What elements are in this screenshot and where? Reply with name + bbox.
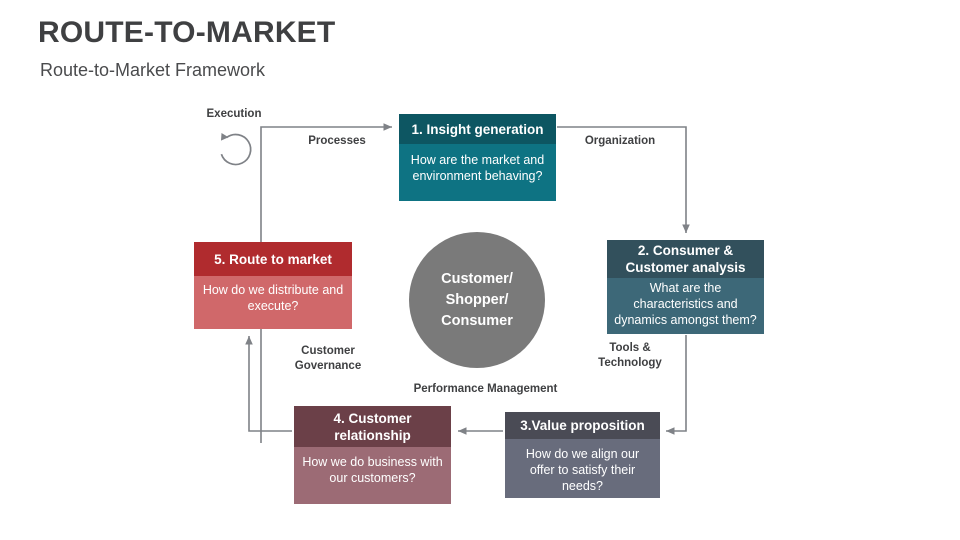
node-customer-relationship-question: How we do business with our customers? <box>294 447 451 504</box>
connector-tools-technology <box>666 335 687 435</box>
node-insight-generation[interactable]: 1. Insight generation How are the market… <box>399 114 556 201</box>
node-consumer-customer-analysis[interactable]: 2. Consumer & Customer analysis What are… <box>607 240 764 334</box>
node-customer-relationship-title: 4. Customer relationship <box>294 406 451 447</box>
page-subtitle: Route-to-Market Framework <box>40 60 266 80</box>
center-circle: Customer/ Shopper/ Consumer <box>409 232 545 368</box>
node-route-to-market[interactable]: 5. Route to market How do we distribute … <box>194 242 352 329</box>
node-value-proposition-title: 3.Value proposition <box>505 412 660 439</box>
node-route-to-market-question: How do we distribute and execute? <box>194 276 352 329</box>
edge-label-performance-management: Performance Management <box>413 383 558 395</box>
connector-processes <box>260 123 392 443</box>
edge-label-processes: Processes <box>308 135 366 147</box>
node-value-proposition[interactable]: 3.Value proposition How do we align our … <box>505 412 660 498</box>
node-value-proposition-question: How do we align our offer to satisfy the… <box>505 439 660 498</box>
page-title: ROUTE-TO-MARKET <box>38 16 336 49</box>
node-consumer-customer-analysis-question: What are the characteristics and dynamic… <box>607 278 764 334</box>
node-insight-generation-question: How are the market and environment behav… <box>399 144 556 201</box>
execution-loop-icon <box>220 133 252 166</box>
center-circle-label: Customer/ Shopper/ Consumer <box>441 270 513 329</box>
node-route-to-market-title: 5. Route to market <box>194 242 352 276</box>
edge-label-organization: Organization <box>584 135 656 147</box>
edge-label-tools-technology: Tools & Technology <box>598 342 662 369</box>
edge-label-customer-governance: Customer Governance <box>294 345 362 372</box>
node-customer-relationship[interactable]: 4. Customer relationship How we do busin… <box>294 406 451 504</box>
node-insight-generation-title: 1. Insight generation <box>399 114 556 144</box>
connector-customer-governance <box>245 336 292 432</box>
edge-label-execution: Execution <box>206 108 262 120</box>
node-consumer-customer-analysis-title: 2. Consumer & Customer analysis <box>607 240 764 278</box>
connector-organization <box>557 126 690 233</box>
